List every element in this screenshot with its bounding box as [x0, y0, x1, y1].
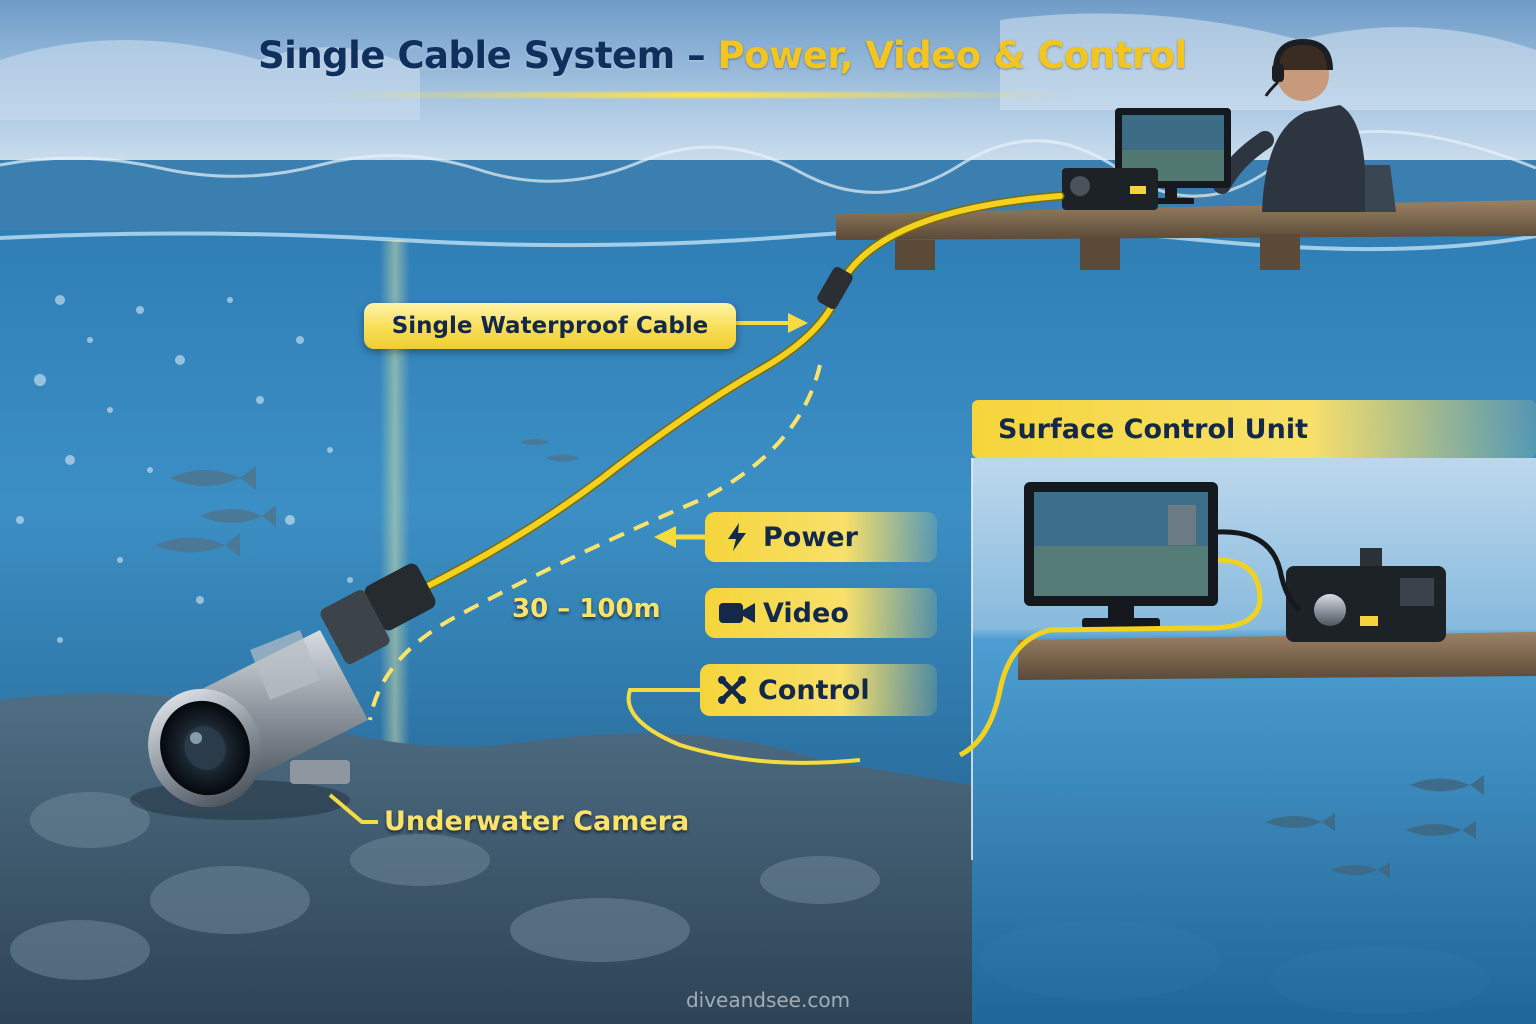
control-label: Control — [700, 664, 937, 716]
camera-label: Underwater Camera — [384, 806, 690, 837]
lightning-bolt-icon — [719, 519, 755, 555]
video-camera-icon — [717, 595, 757, 631]
dock-post — [1080, 236, 1120, 270]
power-arrowhead — [654, 526, 676, 548]
video-label-text: Video — [763, 597, 849, 629]
title-underline — [330, 92, 1070, 98]
panel-monitor — [1024, 482, 1218, 628]
underwater-camera — [130, 563, 436, 820]
panel-cable-black — [1217, 529, 1302, 613]
cable-length-label: 30 – 100m — [512, 594, 661, 624]
power-label-text: Power — [763, 521, 858, 553]
page-title: Single Cable System – Power, Video & Con… — [258, 34, 1187, 77]
surface-unit-label-text: Surface Control Unit — [998, 413, 1308, 445]
panel-dock — [1018, 632, 1536, 680]
cable-label: Single Waterproof Cable — [364, 303, 736, 349]
power-label: Power — [705, 512, 937, 562]
panel-control-box — [1286, 548, 1446, 642]
cable-label-text: Single Waterproof Cable — [391, 313, 709, 339]
camera-label-pointer — [328, 793, 378, 824]
control-connector — [626, 688, 861, 765]
cloud — [1000, 13, 1536, 110]
waterline-surface — [0, 226, 1536, 252]
bubbles — [16, 295, 353, 643]
watermark: diveandsee.com — [685, 988, 851, 1012]
surface-unit-label: Surface Control Unit — [972, 400, 1536, 458]
cable-label-arrowhead — [788, 313, 808, 333]
crossed-tools-icon — [714, 672, 750, 708]
control-label-text: Control — [758, 674, 870, 706]
cloud — [0, 40, 420, 120]
main-cable-highlight — [417, 193, 1063, 593]
signal-path-dashed — [368, 364, 822, 721]
video-label: Video — [705, 588, 937, 638]
panel-fish — [1265, 775, 1484, 878]
title-part-highlight: Power, Video & Control — [717, 34, 1187, 77]
dock-post — [895, 240, 935, 270]
cable-connector — [817, 267, 853, 309]
dock-post — [1260, 234, 1300, 270]
fish-school — [155, 439, 580, 557]
wave-line — [0, 129, 1536, 198]
title-part-main: Single Cable System – — [258, 34, 718, 77]
top-control-box — [1062, 168, 1158, 210]
panel-cable — [958, 557, 1263, 758]
